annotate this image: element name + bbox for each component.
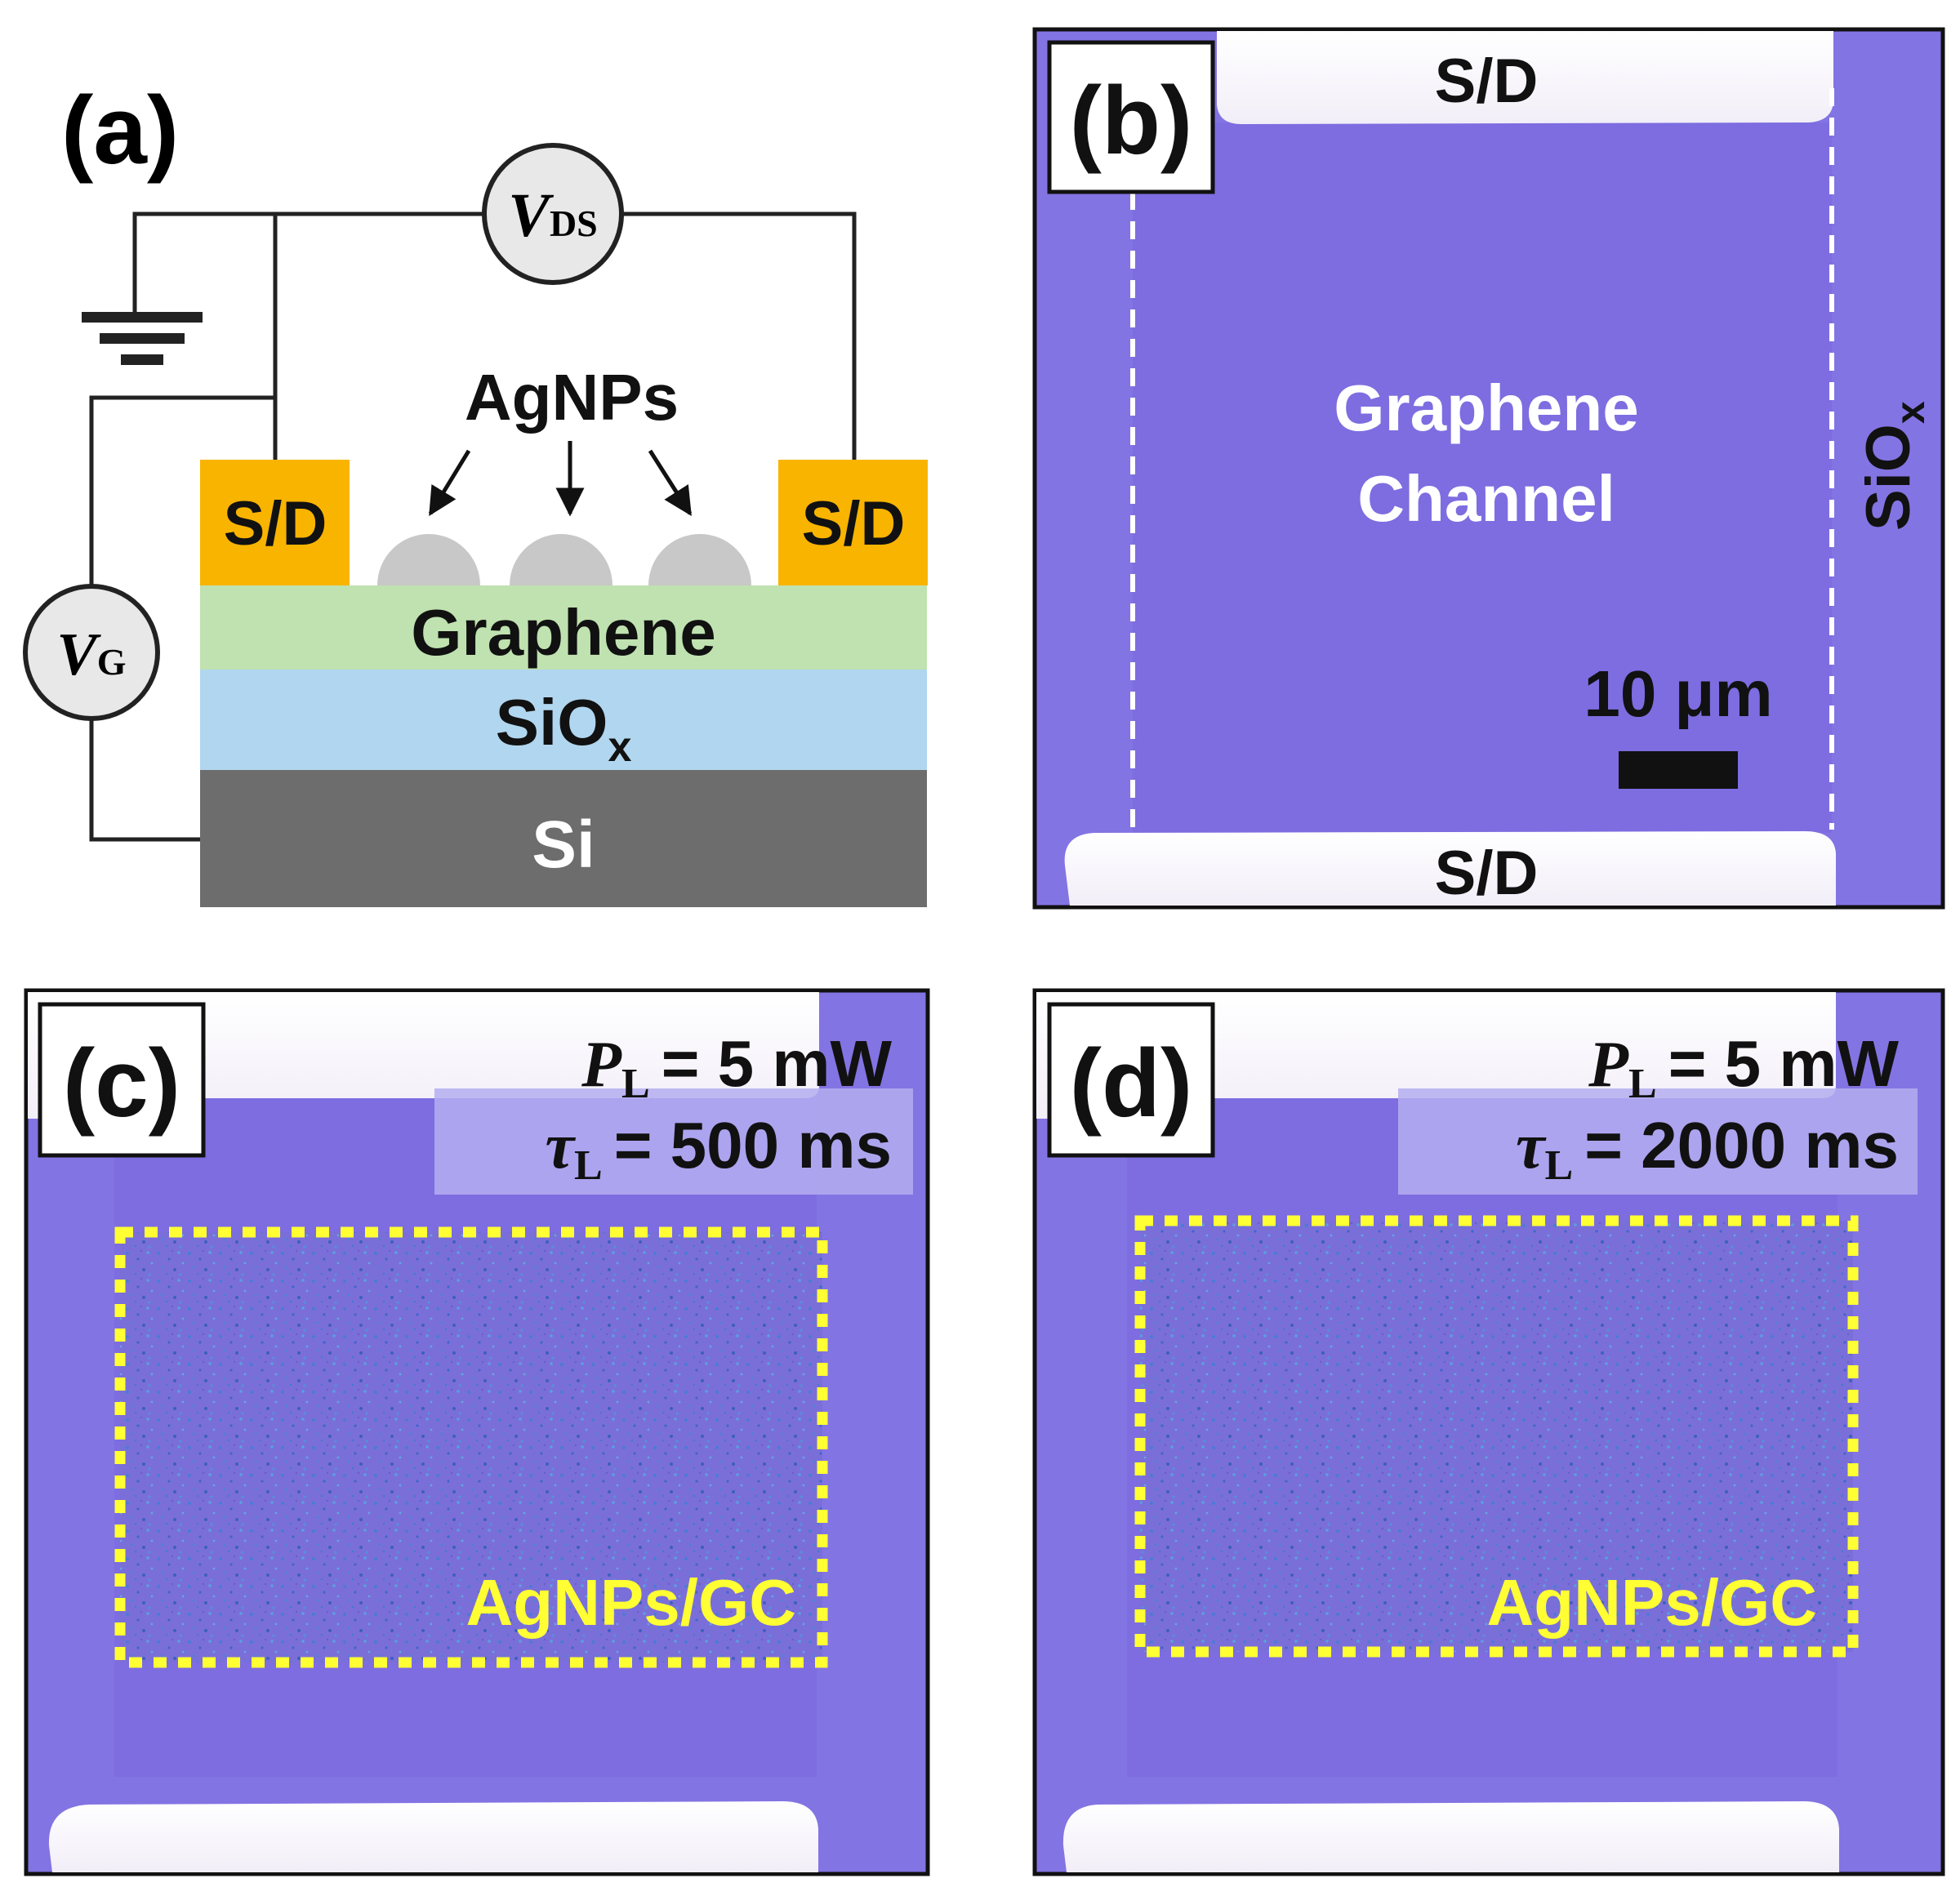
panel-c-power: PL= 5 mW xyxy=(581,1027,892,1107)
vg-meter: VG xyxy=(23,584,160,721)
top-electrode xyxy=(1217,31,1833,124)
nanoparticle-2 xyxy=(510,534,612,585)
panel-c-roi xyxy=(114,1226,828,1668)
contact-right-label: S/D xyxy=(802,489,906,559)
si-layer xyxy=(200,770,927,907)
panel-b-label: (b) xyxy=(1070,67,1193,175)
panel-c-top-electrode xyxy=(28,992,819,1119)
channel-label-line2: Channel xyxy=(1357,462,1615,535)
nanoparticle-1 xyxy=(377,534,480,585)
channel-label-line1: Graphene xyxy=(1334,372,1638,444)
channel-region xyxy=(1133,122,1832,833)
bottom-electrode xyxy=(1064,831,1836,906)
panel-c: AgNPs/GC PL= 5 mW τL= 500 ms (c) xyxy=(24,988,930,1876)
contact-left xyxy=(200,460,350,585)
panel-d-label-box xyxy=(1047,1002,1215,1158)
panel-d-label: (d) xyxy=(1070,1030,1193,1137)
panel-d-tau: τL= 2000 ms xyxy=(1516,1109,1899,1189)
graphene-label: Graphene xyxy=(411,596,715,669)
panel-c-roi-label: AgNPs/GC xyxy=(466,1566,797,1639)
panel-b-label-box xyxy=(1047,40,1215,194)
vds-label: VDS xyxy=(508,181,598,250)
panel-c-label-box xyxy=(38,1002,206,1158)
panel-d-param-box xyxy=(1398,1088,1918,1195)
si-label: Si xyxy=(532,808,595,882)
panel-a: (a) VDS VG xyxy=(23,77,928,907)
panel-c-param-box xyxy=(434,1088,913,1195)
siox-label: SiOx xyxy=(496,686,632,771)
siox-layer xyxy=(200,670,927,770)
contact-left-label: S/D xyxy=(224,489,327,559)
panel-d-top-electrode xyxy=(1036,992,1836,1119)
ground-symbol-icon xyxy=(82,312,203,365)
nanoparticle-3 xyxy=(648,534,751,585)
agnps-arrows xyxy=(428,441,693,517)
agnps-label: AgNPs xyxy=(465,361,679,434)
panel-d-roi xyxy=(1134,1215,1859,1658)
panel-d-bottom-electrode xyxy=(1062,1801,1839,1872)
graphene-layer xyxy=(200,585,927,670)
top-electrode-label: S/D xyxy=(1435,47,1539,116)
scale-bar-label: 10 μm xyxy=(1584,657,1772,730)
panel-c-label: (c) xyxy=(63,1030,180,1137)
contact-right xyxy=(778,460,928,585)
panel-d: AgNPs/GC PL= 5 mW τL= 2000 ms (d) xyxy=(1032,988,1945,1876)
panel-c-tau: τL= 500 ms xyxy=(546,1109,892,1189)
panel-d-power: PL= 5 mW xyxy=(1588,1027,1899,1107)
scale-bar xyxy=(1619,751,1738,789)
vg-label: VG xyxy=(56,621,126,688)
circuit-wires xyxy=(89,211,857,842)
panel-d-roi-label: AgNPs/GC xyxy=(1487,1566,1818,1639)
panel-c-bottom-electrode xyxy=(48,1801,819,1872)
substrate-label: SiOx xyxy=(1854,401,1933,531)
panel-b: (b) S/D S/D Graphene Channel SiOx 10 μm xyxy=(1032,27,1945,910)
vds-meter: VDS xyxy=(482,143,624,285)
bottom-electrode-label: S/D xyxy=(1435,839,1539,908)
panel-a-label: (a) xyxy=(61,77,179,185)
